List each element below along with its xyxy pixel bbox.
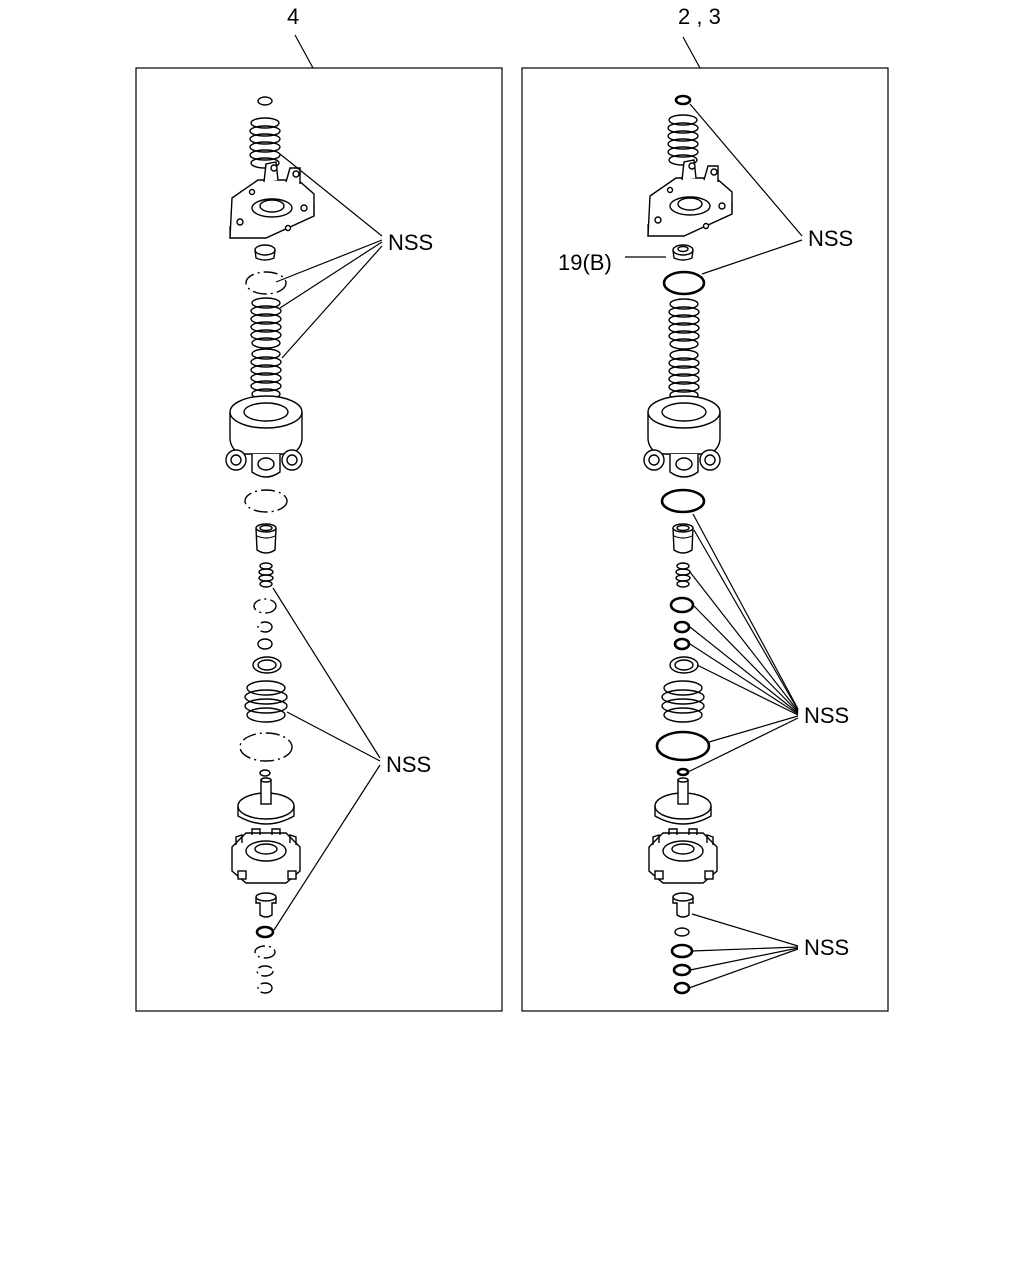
retainer-ring	[252, 656, 282, 674]
o-ring	[670, 943, 694, 959]
left-callout-number: 4	[287, 4, 299, 29]
plug	[672, 892, 694, 918]
o-ring	[255, 925, 275, 939]
o-ring	[673, 637, 691, 651]
o-ring	[239, 732, 293, 762]
o-ring	[245, 271, 287, 295]
o-ring	[662, 270, 706, 296]
right-upper-nss-leaders	[689, 103, 803, 275]
o-ring	[674, 927, 690, 937]
spring	[668, 349, 700, 401]
piston	[237, 777, 295, 825]
lower-body	[231, 828, 301, 884]
piston	[654, 777, 712, 825]
o-ring	[673, 981, 691, 995]
retainer-ring	[669, 656, 699, 674]
part-ref-label: 19(B)	[558, 250, 612, 275]
nss-label: NSS	[804, 703, 849, 728]
o-ring	[257, 621, 273, 633]
valve-housing	[225, 395, 303, 478]
small-o-ring	[676, 767, 690, 777]
valve-seat	[672, 244, 694, 261]
o-ring	[655, 730, 711, 762]
o-ring	[256, 965, 274, 977]
right-assembly-panel: 2 , 3 19(B)	[521, 4, 889, 1012]
plug	[255, 892, 277, 918]
small-spring	[258, 562, 274, 588]
right-lower-nss-leaders	[688, 913, 799, 989]
spring	[250, 348, 282, 400]
o-ring	[257, 982, 273, 994]
spring	[668, 298, 700, 350]
large-spring	[244, 680, 288, 723]
top-snap-ring	[257, 96, 273, 106]
top-cover	[647, 159, 733, 237]
valve-seat	[254, 244, 276, 261]
left-upper-nss-leaders	[275, 153, 383, 359]
o-ring	[253, 598, 277, 614]
top-cover	[229, 161, 315, 239]
valve-housing	[643, 395, 721, 478]
right-middle-nss-leaders	[687, 513, 799, 773]
nss-label: NSS	[386, 752, 431, 777]
upper-spring	[249, 117, 281, 169]
right-callout-number: 2 , 3	[678, 4, 721, 29]
o-ring	[673, 620, 691, 634]
o-ring	[244, 489, 288, 513]
nss-label: NSS	[804, 935, 849, 960]
small-o-ring	[259, 769, 271, 777]
right-callout-leader	[682, 36, 701, 69]
o-ring	[257, 638, 273, 650]
sleeve	[672, 523, 694, 554]
left-callout-leader	[294, 34, 314, 69]
top-snap-ring	[674, 94, 692, 106]
o-ring	[660, 488, 706, 514]
lower-body	[648, 828, 718, 884]
upper-spring	[667, 114, 699, 166]
nss-label: NSS	[388, 230, 433, 255]
sleeve	[255, 523, 277, 554]
o-ring	[254, 945, 276, 959]
right-panel-frame	[521, 67, 889, 1012]
spring	[250, 297, 282, 349]
left-assembly-panel: 4	[135, 4, 503, 1012]
small-spring	[675, 562, 691, 588]
left-panel-frame	[135, 67, 503, 1012]
o-ring	[672, 963, 692, 977]
o-ring	[669, 596, 695, 614]
nss-label: NSS	[808, 226, 853, 251]
large-spring	[661, 680, 705, 723]
left-lower-nss-leaders	[272, 587, 381, 931]
